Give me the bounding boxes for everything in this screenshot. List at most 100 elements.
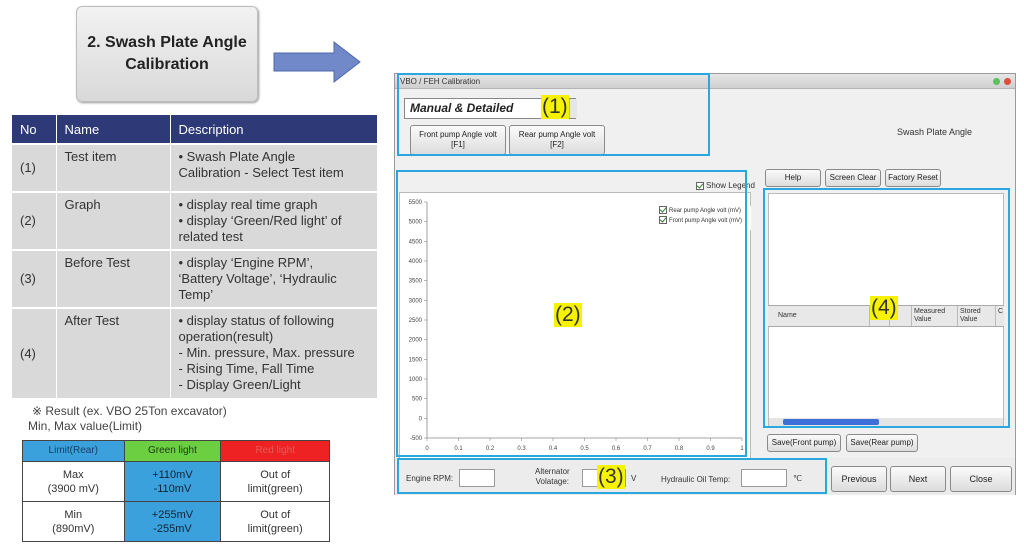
column-header-stored[interactable]: Stored Value	[958, 306, 996, 326]
next-button[interactable]: Next	[890, 466, 946, 492]
row-no: (4)	[12, 307, 57, 398]
x-tick-label: 0.1	[454, 446, 463, 452]
desc-line: • Swash Plate Angle	[178, 149, 296, 164]
show-legend-checkbox[interactable]: Show Legend	[696, 181, 755, 190]
green-minus: -255mV	[153, 522, 192, 535]
y-tick-label: 1000	[409, 377, 423, 383]
close-window-icon[interactable]	[1004, 78, 1011, 85]
annotation-label-2: (2)	[554, 303, 582, 327]
y-tick-label: 500	[412, 397, 423, 403]
limit-value: Max	[62, 468, 84, 481]
legend-label: Front pump Angle volt (mV)	[669, 218, 743, 224]
desc-line: - Min. pressure, Max. pressure	[178, 345, 355, 360]
table-row: (3) Before Test • display ‘Engine RPM’, …	[12, 249, 378, 308]
row-description: • display status of following operation(…	[170, 307, 378, 398]
checkbox-icon[interactable]	[659, 206, 667, 215]
column-header-measured[interactable]: Measured Value	[912, 306, 958, 326]
button-shortcut: [F2]	[550, 140, 564, 149]
button-label: Rear pump Angle volt	[518, 130, 596, 139]
horizontal-scrollbar[interactable]	[769, 418, 1003, 426]
y-tick-label: 4500	[409, 239, 423, 245]
table-row: (4) After Test • display status of follo…	[12, 307, 378, 398]
column-header[interactable]	[890, 306, 912, 326]
legend-item[interactable]: Front pump Angle volt (mV)	[659, 216, 751, 226]
button-label: Close	[969, 474, 993, 484]
table-row: (1) Test item • Swash Plate Angle Calibr…	[12, 143, 378, 192]
minimize-icon[interactable]	[993, 78, 1000, 85]
factory-reset-button[interactable]: Factory Reset	[885, 169, 941, 187]
header-description: Description	[170, 115, 378, 144]
row-name: Test item	[56, 143, 171, 192]
checkbox-icon[interactable]	[696, 181, 704, 190]
table-row: (2) Graph • display real time graph • di…	[12, 191, 378, 250]
calibration-window: VBO / FEH Calibration Manual & Detailed …	[394, 73, 1016, 495]
y-tick-label: 1500	[409, 357, 423, 363]
right-arrow-icon	[273, 40, 361, 84]
engine-rpm-field	[459, 469, 495, 487]
red-line: limit(green)	[247, 522, 303, 535]
minmax-note: Min, Max value(Limit)	[28, 419, 143, 433]
green-minus: -110mV	[153, 482, 192, 495]
x-tick-label: 0.2	[486, 446, 495, 452]
annotation-label-3: (3)	[597, 465, 625, 489]
close-button[interactable]: Close	[950, 466, 1012, 492]
desc-line: Calibration - Select Test item	[178, 165, 344, 180]
y-tick-label: 3000	[409, 298, 423, 304]
x-tick-label: 0.5	[580, 446, 589, 452]
y-tick-label: 5500	[409, 200, 423, 206]
scrollbar-thumb[interactable]	[783, 419, 879, 425]
x-tick-label: 0.8	[675, 446, 684, 452]
limit-header: Limit(Rear)	[22, 440, 125, 462]
line-chart: 5500500045004000350030002500200015001000…	[409, 200, 745, 452]
row-name: Graph	[56, 191, 171, 250]
row-no: (2)	[12, 191, 57, 250]
x-tick-label: 0.7	[643, 446, 652, 452]
desc-line: ‘Battery Voltage’, ‘Hydraulic	[178, 271, 337, 286]
y-tick-label: 2500	[409, 318, 423, 324]
row-description: • display ‘Engine RPM’, ‘Battery Voltage…	[170, 249, 378, 308]
button-label: Save(Rear pump)	[850, 438, 914, 447]
column-header-name[interactable]: Name	[776, 306, 870, 326]
legend-item[interactable]: Rear pump Angle volt (mV)	[659, 206, 751, 216]
red-line: Out of	[260, 508, 291, 521]
y-tick-label: 0	[419, 416, 423, 422]
row-name: After Test	[56, 307, 171, 398]
row-no: (1)	[12, 143, 57, 192]
chevron-down-icon[interactable]	[569, 99, 577, 118]
save-rear-pump-button[interactable]: Save(Rear pump)	[846, 434, 918, 452]
save-front-pump-button[interactable]: Save(Front pump)	[767, 434, 841, 452]
help-button[interactable]: Help	[765, 169, 821, 187]
column-header[interactable]: C	[998, 308, 1004, 315]
red-cell: Out of limit(green)	[220, 501, 330, 542]
green-plus: +255mV	[151, 508, 194, 521]
chart-legend: Rear pump Angle volt (mV) Front pump Ang…	[659, 206, 751, 230]
screen-clear-button[interactable]: Screen Clear	[825, 169, 881, 187]
button-shortcut: [F1]	[451, 140, 465, 149]
button-label: Previous	[841, 474, 877, 484]
engine-rpm-label: Engine RPM:	[406, 474, 454, 483]
desc-line: operation(result)	[178, 329, 274, 344]
red-light-header: Red light	[220, 440, 330, 462]
desc-line: • display ‘Engine RPM’,	[178, 255, 314, 270]
checkbox-icon[interactable]	[659, 216, 667, 225]
alternator-voltage-label: Alternator Volatage:	[535, 467, 570, 486]
previous-button[interactable]: Previous	[831, 466, 887, 492]
green-plus: +110mV	[152, 468, 193, 481]
button-label: Save(Front pump)	[771, 438, 837, 447]
x-tick-label: 0.6	[612, 446, 621, 452]
highlight-box-3	[397, 458, 827, 494]
button-label: Next	[908, 474, 928, 484]
test-mode-select[interactable]: Manual & Detailed	[404, 98, 576, 119]
red-cell: Out of limit(green)	[220, 461, 330, 502]
highlight-box-2	[396, 170, 747, 457]
limit-sub: (3900 mV)	[47, 482, 99, 495]
green-light-header: Green light	[123, 440, 222, 462]
x-tick-label: 1	[740, 446, 744, 452]
green-cell: +255mV -255mV	[123, 501, 222, 542]
highlight-box-1	[397, 73, 710, 156]
y-tick-label: 4000	[409, 259, 423, 265]
green-cell: +110mV -110mV	[123, 461, 222, 502]
step-title: 2. Swash Plate Angle Calibration	[87, 34, 247, 73]
header-name: Name	[56, 115, 171, 144]
row-name: Before Test	[56, 249, 171, 308]
